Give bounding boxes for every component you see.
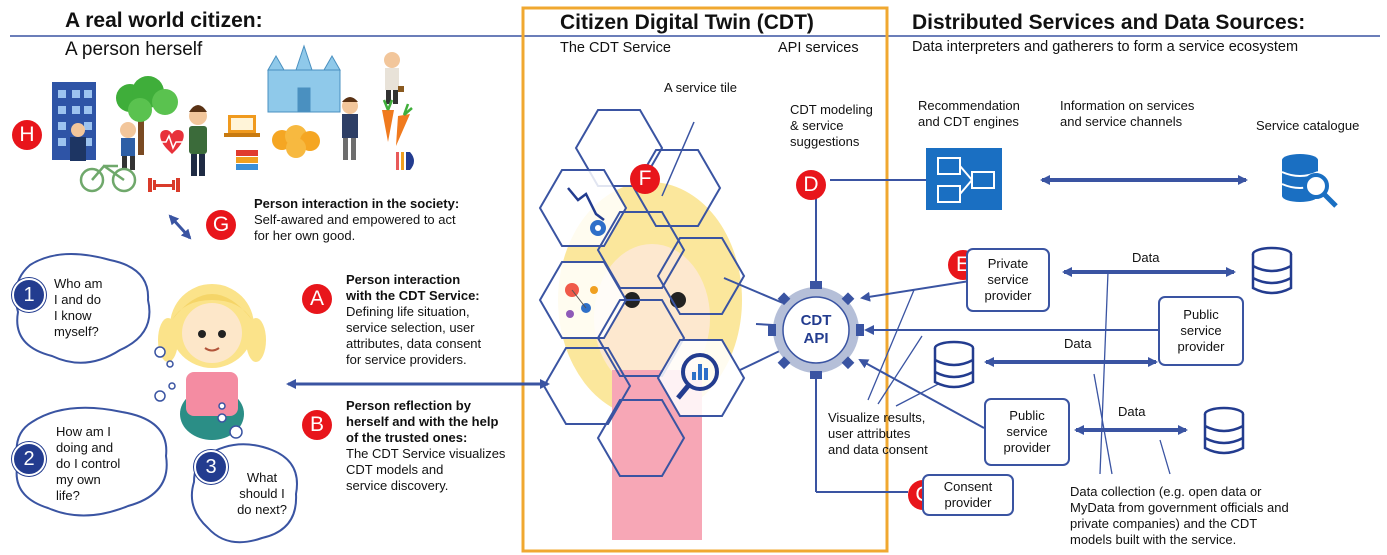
- book-logo-icon: [396, 152, 414, 170]
- engine-icon: [926, 148, 1002, 210]
- society-text: Self-awared and empowered to act for her…: [254, 212, 456, 243]
- society-title: Person interaction in the society:: [254, 196, 460, 211]
- database-icon: [1251, 246, 1293, 295]
- cdt-frame: [521, 6, 889, 553]
- collection-pointers: [1093, 271, 1171, 475]
- thought-bubble-1: [14, 253, 174, 368]
- marker-f: F: [630, 164, 660, 194]
- marker-d: D: [796, 170, 826, 200]
- marker-b: B: [302, 410, 332, 440]
- a-text: Defining life situation, service selecti…: [346, 304, 482, 367]
- a-title: Person interaction with the CDT Service:: [346, 272, 480, 303]
- arrow-private: [860, 279, 977, 302]
- left-subtitle: A person herself: [65, 39, 203, 60]
- man-in-suit-icon: [342, 97, 358, 160]
- tile-pointer-line: [661, 121, 695, 197]
- api-label: API services: [778, 40, 859, 56]
- middle-title: Citizen Digital Twin (CDT): [560, 11, 814, 34]
- search-database-icon: [1281, 154, 1338, 208]
- b-title: Person reflection by herself and with th…: [346, 398, 499, 445]
- catalogue-label: Service catalogue: [1256, 118, 1360, 133]
- tree-icon: [116, 76, 178, 155]
- person-icon: [158, 284, 266, 440]
- laptop-icon: [224, 115, 260, 137]
- collection-label: Data collection (e.g. open data or MyDat…: [1070, 484, 1289, 547]
- thought-3-text: What should I do next?: [237, 470, 287, 517]
- man-icon: [189, 105, 207, 176]
- cdt-api-hub: [723, 184, 908, 493]
- search-chart-icon: [676, 353, 719, 400]
- b-block: Person reflection by herself and with th…: [346, 398, 536, 494]
- private-provider-box[interactable]: Private service provider: [966, 248, 1050, 312]
- info-label: Information on services and service chan…: [1060, 98, 1195, 129]
- service-label: The CDT Service: [560, 40, 671, 56]
- visualize-label: Visualize results, user attributes and d…: [828, 410, 928, 457]
- society-block: Person interaction in the society: Self-…: [254, 196, 484, 244]
- data-label-2: Data: [1064, 336, 1092, 351]
- brain-icon: [272, 125, 320, 158]
- right-title: Distributed Services and Data Sources:: [912, 11, 1306, 34]
- marker-h: H: [12, 120, 42, 150]
- service-tile: [656, 237, 746, 315]
- gear-chart-icon: [567, 187, 606, 236]
- dumbbell-icon: [148, 178, 180, 192]
- service-tile: [596, 399, 686, 477]
- database-icon: [933, 340, 975, 389]
- number-2-badge: 2: [12, 442, 46, 476]
- database-icon: [1203, 406, 1245, 455]
- right-subtitle: Data interpreters and gatherers to form …: [912, 39, 1299, 55]
- left-title: A real world citizen:: [65, 9, 263, 32]
- number-3-badge: 3: [194, 450, 228, 484]
- tile-label: A service tile: [664, 80, 737, 95]
- society-arrow: [168, 214, 192, 240]
- service-tile: [542, 347, 632, 425]
- heart-icon: [160, 130, 184, 154]
- api-center-label: CDT API: [800, 312, 832, 347]
- old-man-icon: [384, 52, 404, 104]
- marker-g: G: [206, 210, 236, 240]
- public-provider-box-2[interactable]: Public service provider: [984, 398, 1070, 466]
- consent-provider-box[interactable]: Consent provider: [922, 474, 1014, 516]
- book-icon: [236, 150, 258, 170]
- service-tile: [596, 211, 686, 289]
- modeling-label: CDT modeling & service suggestions: [790, 102, 873, 149]
- thought-2-text: How am I doing and do I control my own l…: [56, 424, 121, 503]
- bicycle-icon: [79, 164, 137, 193]
- number-1-badge: 1: [12, 278, 46, 312]
- data-label-1: Data: [1132, 250, 1160, 265]
- city-icon: [52, 82, 96, 161]
- data-label-3: Data: [1118, 404, 1146, 419]
- b-text: The CDT Service visualizes CDT models an…: [346, 446, 506, 493]
- service-tile: [538, 261, 628, 339]
- university-icon: [267, 44, 341, 113]
- public-provider-box-1[interactable]: Public service provider: [1158, 296, 1244, 366]
- a-block: Person interaction with the CDT Service:…: [346, 272, 526, 368]
- analytics-icon: [565, 283, 598, 318]
- carrot-icon: [382, 99, 413, 146]
- marker-a: A: [302, 284, 332, 314]
- child-figure-icon: [120, 122, 136, 170]
- engines-label: Recommendation and CDT engines: [918, 98, 1020, 129]
- thought-1-text: Who am I and do I know myself?: [54, 276, 103, 339]
